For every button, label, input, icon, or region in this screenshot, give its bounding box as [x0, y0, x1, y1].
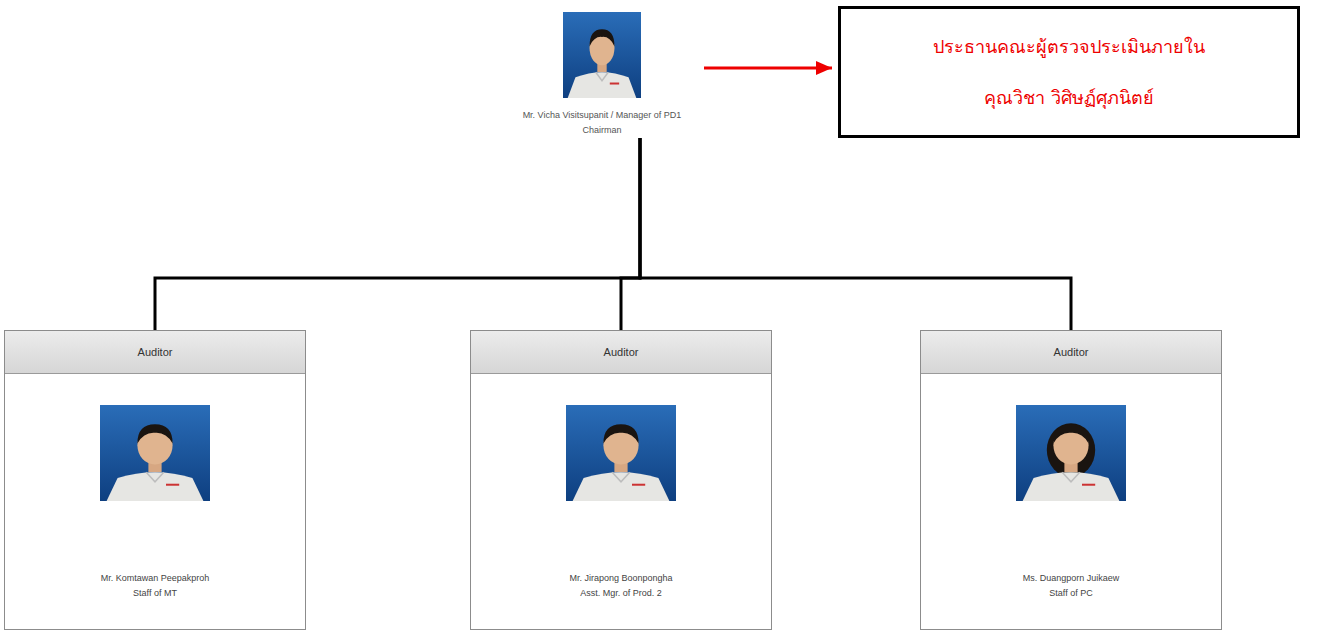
- person-role: Staff of MT: [9, 586, 301, 601]
- portrait-photo: [563, 12, 641, 98]
- callout-arrow: [704, 67, 832, 70]
- auditor-box: AuditorMr. Jirapong BoonponghaAsst. Mgr.…: [470, 330, 772, 630]
- hair: [137, 424, 172, 443]
- box-header: Auditor: [921, 331, 1221, 374]
- person-role: Chairman: [502, 123, 702, 138]
- person-name: Ms. Duangporn Juikaew: [925, 571, 1217, 586]
- box-header: Auditor: [5, 331, 305, 374]
- portrait-photo: [566, 405, 676, 501]
- callout-title: ประธานคณะผู้ตรวจประเมินภายใน: [933, 34, 1205, 60]
- auditor-box: AuditorMr. Komtawan PeepakprohStaff of M…: [4, 330, 306, 630]
- shirt: [1023, 472, 1120, 501]
- hair: [590, 29, 615, 46]
- portrait-photo: [1016, 405, 1126, 501]
- collar: [612, 472, 630, 482]
- auditor-box: AuditorMs. Duangporn JuikaewStaff of PC: [920, 330, 1222, 630]
- logo-mark: [610, 83, 619, 85]
- person-node: Mr. Vicha Visitsupanit / Manager of PD1C…: [502, 10, 702, 138]
- person-role: Staff of PC: [925, 586, 1217, 601]
- org-connector: [640, 138, 1071, 330]
- photo-background: [566, 405, 676, 501]
- portrait-photo: [100, 405, 210, 501]
- photo-background: [1016, 405, 1126, 501]
- person-name: Mr. Vicha Visitsupanit / Manager of PD1: [502, 108, 702, 123]
- callout-box: ประธานคณะผู้ตรวจประเมินภายในคุณวิชา วิศิ…: [838, 6, 1300, 138]
- logo-mark: [166, 484, 179, 486]
- shirt: [107, 472, 204, 501]
- photo-background: [100, 405, 210, 501]
- collar: [1062, 472, 1080, 482]
- person-name: Mr. Komtawan Peepakproh: [9, 571, 301, 586]
- person-name: Mr. Jirapong Boonpongha: [475, 571, 767, 586]
- collar: [146, 472, 164, 482]
- shirt: [568, 72, 637, 98]
- hair: [603, 424, 638, 443]
- hair: [1053, 424, 1088, 443]
- logo-mark: [1082, 484, 1095, 486]
- org-connector: [621, 138, 640, 330]
- shirt: [573, 472, 670, 501]
- logo-mark: [632, 484, 645, 486]
- box-header: Auditor: [471, 331, 771, 374]
- org-connector: [155, 138, 640, 330]
- person-role: Asst. Mgr. of Prod. 2: [475, 586, 767, 601]
- collar: [596, 72, 608, 81]
- callout-name: คุณวิชา วิศิษฏ์ศุภนิตย์: [984, 85, 1154, 111]
- hair: [1047, 423, 1095, 477]
- photo-background: [563, 12, 641, 98]
